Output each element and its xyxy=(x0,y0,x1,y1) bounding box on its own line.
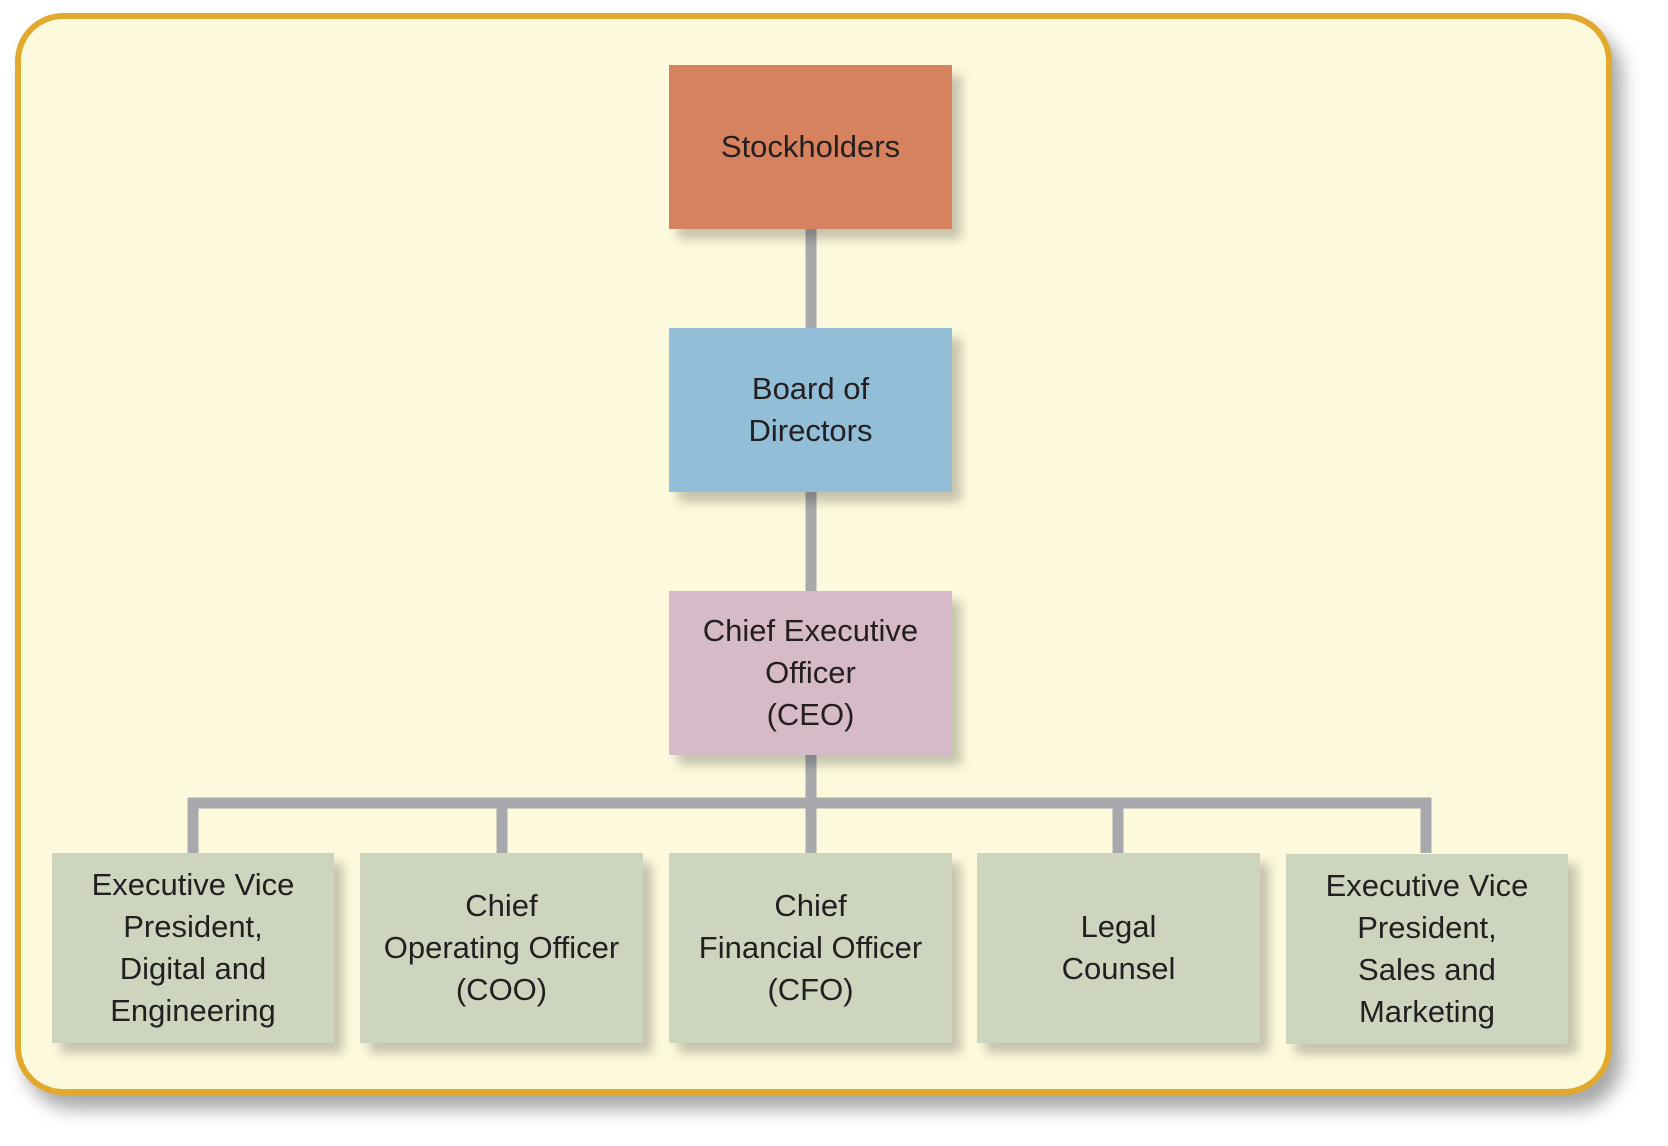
node-cfo-label: Chief Financial Officer (CFO) xyxy=(698,887,923,1008)
node-evp-digital-engineering: Executive Vice President, Digital and En… xyxy=(52,853,334,1043)
node-stockholders-label: Stockholders xyxy=(720,128,901,164)
node-ceo: Chief Executive Officer (CEO) xyxy=(669,591,952,755)
node-evp-digital-engineering-label: Executive Vice President, Digital and En… xyxy=(91,866,295,1029)
node-stockholders: Stockholders xyxy=(669,65,952,229)
node-board-of-directors: Board of Directors xyxy=(669,328,952,492)
node-board-of-directors-label: Board of Directors xyxy=(748,370,873,448)
node-legal-counsel: Legal Counsel xyxy=(977,853,1260,1043)
node-legal-counsel-label: Legal Counsel xyxy=(1061,908,1176,986)
node-coo-label: Chief Operating Officer (COO) xyxy=(383,887,620,1008)
node-evp-sales-marketing: Executive Vice President, Sales and Mark… xyxy=(1286,854,1568,1044)
node-cfo: Chief Financial Officer (CFO) xyxy=(669,853,952,1043)
node-evp-sales-marketing-label: Executive Vice President, Sales and Mark… xyxy=(1325,867,1529,1030)
node-coo: Chief Operating Officer (COO) xyxy=(360,853,643,1043)
node-ceo-label: Chief Executive Officer (CEO) xyxy=(702,612,919,733)
